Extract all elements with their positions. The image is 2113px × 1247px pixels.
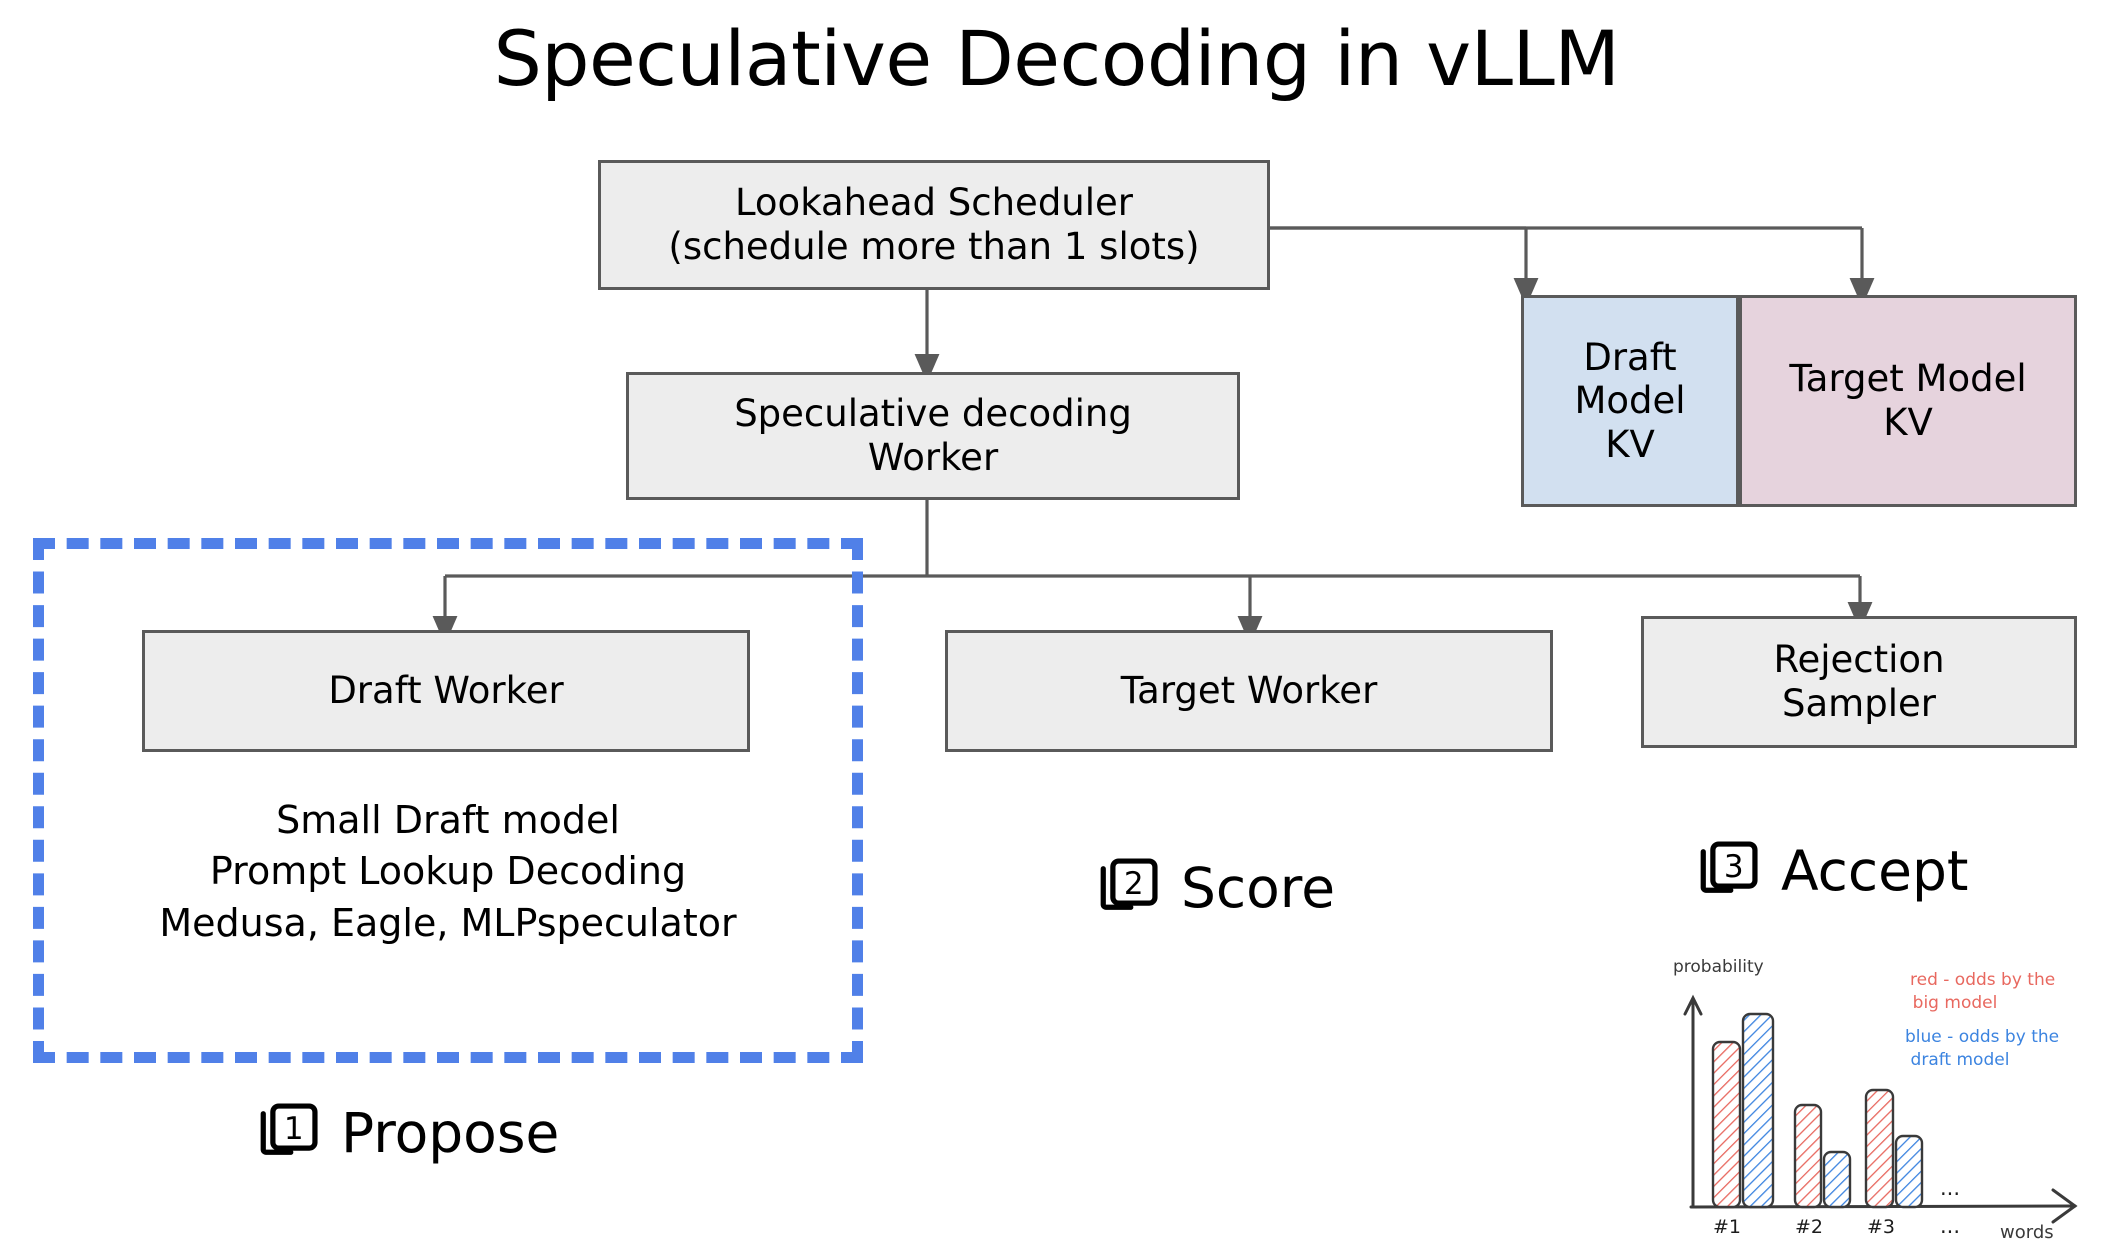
propose-highlight-region <box>33 538 863 1063</box>
chart-ellipsis-bottom: ... <box>1940 1214 1960 1238</box>
step-badge-propose: 1 Propose <box>255 1100 559 1166</box>
chart-xtick-2: #2 <box>1795 1216 1823 1238</box>
node-rejection-sampler[interactable]: Rejection Sampler <box>1641 616 2077 748</box>
step-label: Score <box>1181 856 1336 920</box>
chart-legend-red-line2: big model <box>1913 993 1998 1013</box>
chart-ellipsis-top: ... <box>1940 1176 1960 1200</box>
step-badge-score: 2 Score <box>1095 855 1335 921</box>
step-number: 1 <box>284 1111 304 1147</box>
step-label: Propose <box>341 1101 560 1165</box>
chart-xtick-1: #1 <box>1713 1216 1741 1238</box>
step-number: 2 <box>1124 866 1144 902</box>
node-target-worker[interactable]: Target Worker <box>945 630 1553 752</box>
step-badge-accept: 3 Accept <box>1695 838 1968 904</box>
bar-red-1 <box>1711 1040 1742 1209</box>
node-draft-worker[interactable]: Draft Worker <box>142 630 750 752</box>
chart-xlabel: words <box>2000 1222 2054 1240</box>
bar-red-2 <box>1793 1103 1823 1209</box>
chart-legend-blue-line2: draft model <box>1911 1050 2010 1070</box>
stacked-squares-2-icon: 2 <box>1100 858 1158 910</box>
bar-blue-2 <box>1822 1150 1852 1209</box>
chart-ylabel: probability <box>1673 957 1764 977</box>
step-number: 3 <box>1724 849 1744 885</box>
stacked-squares-1-icon: 1 <box>260 1103 318 1155</box>
chart-legend-blue-line1: blue - odds by the <box>1905 1027 2059 1047</box>
stacked-squares-3-icon: 3 <box>1700 841 1758 893</box>
bar-blue-1 <box>1741 1012 1775 1209</box>
page-title: Speculative Decoding in vLLM <box>493 14 1620 103</box>
node-draft-model-kv[interactable]: Draft Model KV <box>1521 295 1739 507</box>
node-speculative-decoding-worker[interactable]: Speculative decoding Worker <box>626 372 1240 500</box>
node-lookahead-scheduler[interactable]: Lookahead Scheduler (schedule more than … <box>598 160 1270 290</box>
probability-sketch-chart: probability #1 #2 #3 ... ... words red -… <box>1673 957 2078 1240</box>
chart-xtick-3: #3 <box>1867 1216 1895 1238</box>
bar-blue-3 <box>1894 1134 1924 1209</box>
draft-worker-techniques-note: Small Draft model Prompt Lookup Decoding… <box>159 798 737 945</box>
step-label: Accept <box>1781 839 1969 903</box>
chart-legend-red-line1: red - odds by the <box>1910 970 2055 990</box>
node-target-model-kv[interactable]: Target Model KV <box>1739 295 2077 507</box>
bar-red-3 <box>1864 1088 1895 1209</box>
